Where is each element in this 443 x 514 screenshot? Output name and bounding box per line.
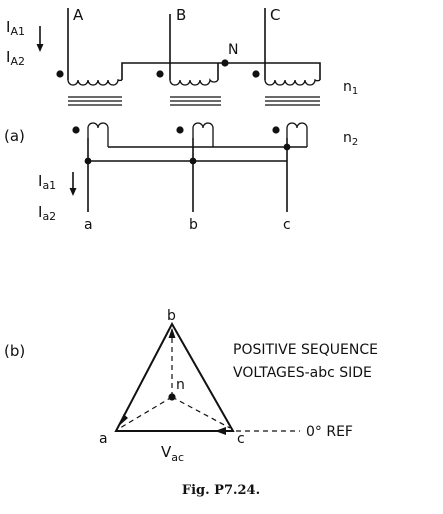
- phasor-n-to-c: [171, 396, 231, 429]
- label-reference: 0° REF: [306, 424, 353, 440]
- triangle-arrow-left: [120, 414, 128, 425]
- label-Ia1: Ia1: [38, 172, 56, 192]
- figure-caption: Fig. P7.24.: [182, 483, 260, 498]
- phasor-b-arrowhead: [168, 328, 176, 338]
- junction-dot-a: [84, 157, 92, 165]
- label-Vac: Vac: [161, 443, 184, 464]
- label-c: c: [283, 217, 291, 233]
- vertex-b: b: [167, 308, 176, 324]
- core-lines: [68, 96, 320, 106]
- label-A: A: [73, 6, 84, 24]
- triangle-arrow-bottom: [215, 427, 226, 435]
- label-n2: n2: [343, 130, 358, 148]
- secondary-coil-c: [286, 122, 308, 147]
- secondary-winding-group: [69, 122, 308, 212]
- primary-coil-A: [67, 79, 123, 86]
- polarity-dot-A: [56, 70, 64, 78]
- label-a: a: [84, 217, 93, 233]
- polarity-dot-c: [272, 126, 280, 134]
- label-b: b: [189, 217, 198, 233]
- junction-dot-c: [283, 143, 291, 151]
- vertex-a: a: [99, 431, 108, 447]
- polarity-dot-B: [156, 70, 164, 78]
- center-n-label: n: [176, 377, 185, 393]
- label-N: N: [228, 42, 238, 58]
- phasor-diagram: (b) b a c n Vac 0° REF POSITIVE SEQUENCE…: [4, 308, 378, 464]
- arrow-Ia1-head: [69, 188, 77, 196]
- caption-line-1: POSITIVE SEQUENCE: [233, 342, 378, 358]
- label-IA1: IA1: [6, 18, 25, 38]
- primary-coil-B: [169, 78, 219, 86]
- primary-winding-group: [36, 8, 321, 86]
- neutral-junction-dot: [221, 59, 229, 67]
- part-a-labels: IA1 IA2 A B C N n1 (a) n2 Ia1 Ia2 a b c: [4, 6, 358, 233]
- label-n1: n1: [343, 79, 358, 97]
- center-dot-n: [168, 393, 176, 401]
- vertex-c: c: [237, 431, 245, 447]
- junction-dot-b: [189, 157, 197, 165]
- label-B: B: [176, 6, 186, 24]
- voltage-triangle: [114, 321, 235, 432]
- arrow-IA1-head: [36, 44, 44, 52]
- primary-neutral-bus: [121, 62, 321, 80]
- phasor-n-to-a: [119, 396, 173, 429]
- label-part-b: (b): [4, 342, 25, 360]
- caption-line-2: VOLTAGES-abc SIDE: [233, 365, 372, 381]
- primary-coil-C: [264, 78, 321, 86]
- label-C: C: [270, 6, 280, 24]
- secondary-coil-a: [87, 122, 109, 147]
- polarity-dot-C: [252, 70, 260, 78]
- secondary-coil-b: [192, 122, 214, 147]
- polarity-dot-b: [176, 126, 184, 134]
- polarity-dot-a: [72, 126, 80, 134]
- label-Ia2: Ia2: [38, 203, 56, 223]
- label-part-a: (a): [4, 127, 25, 145]
- label-IA2: IA2: [6, 48, 25, 68]
